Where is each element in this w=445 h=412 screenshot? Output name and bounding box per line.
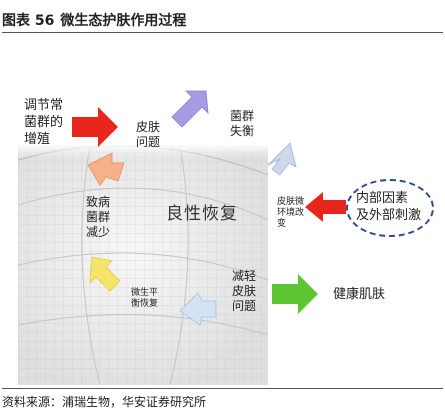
- diagram-graphics: [17, 90, 346, 385]
- blue-arrow-right-icon: [179, 292, 217, 326]
- node-reduce-issue: 减轻 皮肤 问题: [232, 269, 257, 313]
- figure-caption: 微生态护肤作用过程: [60, 13, 187, 29]
- blue-arrow-up-icon: [267, 142, 297, 176]
- source-text: 资料来源：浦瑞生物，华安证券研究所: [2, 395, 207, 409]
- node-env-change: 皮肤微 环境改 变: [277, 197, 305, 229]
- node-imbalance: 菌群 失衡: [230, 109, 255, 138]
- green-arrow-icon: [272, 274, 318, 314]
- diagram-canvas: 调节常 菌群的 增殖 皮肤 问题 菌群 失衡 致病 菌群 减少 良性恢复 皮肤微…: [0, 35, 445, 385]
- figure-number: 图表 56: [2, 13, 55, 29]
- purple-arrow-icon: [171, 90, 209, 128]
- source-bar: 资料来源：浦瑞生物，华安证券研究所: [2, 388, 443, 411]
- node-eco-recover: 微生平 衡恢复: [131, 288, 159, 309]
- node-skin-issue: 皮肤 问题: [136, 120, 161, 149]
- node-healthy: 健康肌肤: [333, 287, 386, 302]
- globe-background: [17, 143, 269, 385]
- red-arrow-left-icon: [305, 192, 346, 222]
- orange-arrow-icon: [87, 152, 125, 186]
- figure-title-bar: 图表 56 微生态护肤作用过程: [2, 10, 443, 33]
- red-arrow-icon: [72, 107, 118, 147]
- dashed-ellipse: [346, 179, 434, 237]
- node-regulate: 调节常 菌群的 增殖: [24, 98, 64, 147]
- yellow-arrow-icon: [89, 256, 121, 292]
- node-center: 良性恢复: [166, 204, 238, 224]
- node-pathogen: 致病 菌群 减少: [86, 195, 111, 239]
